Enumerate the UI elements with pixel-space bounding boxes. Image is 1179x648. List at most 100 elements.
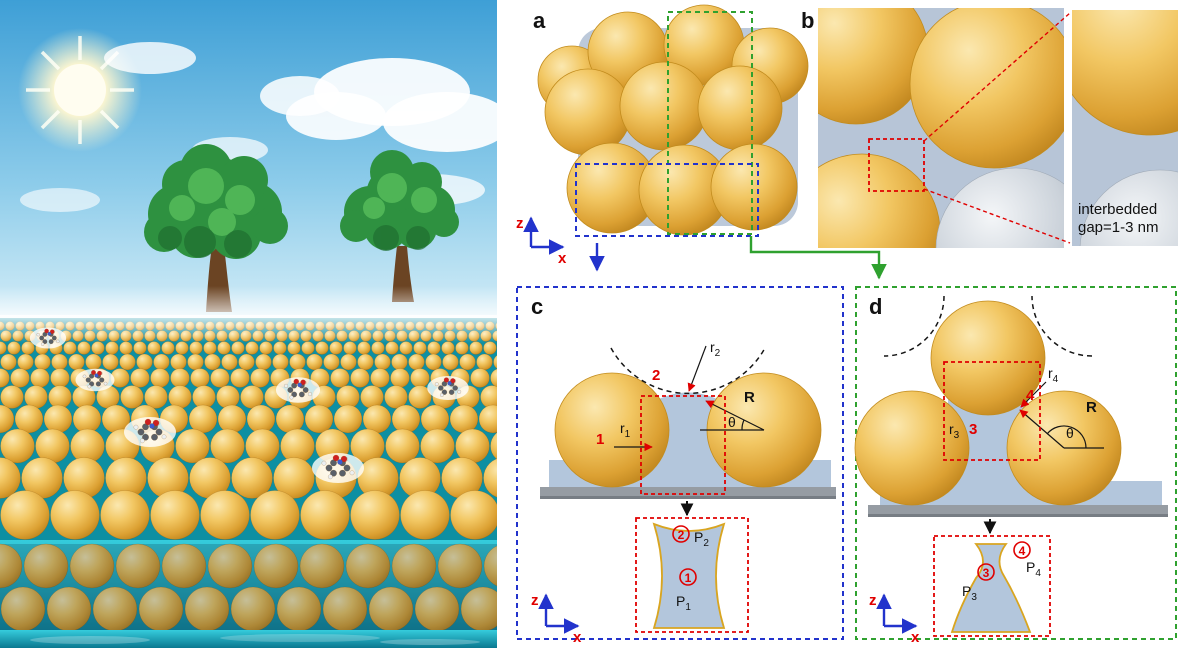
gold-sphere xyxy=(476,353,493,371)
gold-sphere xyxy=(323,353,340,371)
atom-oxygen xyxy=(293,378,300,385)
gold-sphere xyxy=(427,341,441,355)
atom-carbon xyxy=(88,381,95,387)
gold-sphere xyxy=(102,353,119,371)
gold-sphere xyxy=(190,368,210,388)
sphere-cluster xyxy=(537,4,809,236)
panel-a: a z x xyxy=(516,4,887,280)
atom-carbon xyxy=(51,335,57,341)
gold-sphere xyxy=(105,341,119,355)
gold-sphere xyxy=(350,490,400,540)
water-bridge-shape xyxy=(652,522,726,629)
radius-R-line xyxy=(705,400,765,431)
atom-carbon xyxy=(302,387,309,393)
panel-b-label: b xyxy=(801,8,814,33)
gold-sphere xyxy=(400,490,450,540)
atom-carbon xyxy=(137,428,145,436)
atom-carbon xyxy=(287,387,294,393)
gold-sphere-front xyxy=(253,543,299,589)
gold-sphere xyxy=(170,368,190,388)
atom-carbon xyxy=(291,391,298,398)
gold-sphere xyxy=(150,490,200,540)
gold-sphere xyxy=(315,341,329,355)
gold-sphere-front xyxy=(483,545,497,587)
gold-sphere xyxy=(250,490,300,540)
atom-carbon xyxy=(343,464,351,472)
water-bridge-inset-box xyxy=(933,535,1051,637)
axes-d: z x xyxy=(869,592,920,646)
gold-sphere xyxy=(136,353,153,371)
gold-sphere-front xyxy=(299,543,345,589)
gold-sphere xyxy=(221,353,238,371)
gold-sphere xyxy=(455,341,469,355)
panel-c: c r2 2 R θ 1 r1 2 P2 xyxy=(516,286,844,646)
atom-hydrogen xyxy=(289,395,294,400)
p1-label: P1 xyxy=(676,593,691,613)
gold-sphere xyxy=(391,404,421,434)
gold-sphere xyxy=(203,341,217,355)
p3-label: P3 xyxy=(962,583,977,603)
position-1-number: 1 xyxy=(685,571,692,585)
gold-sphere xyxy=(246,404,276,434)
atom-hydrogen xyxy=(133,424,139,430)
panel-d-border xyxy=(855,286,1177,640)
gold-sphere xyxy=(130,368,150,388)
gold-sphere xyxy=(255,353,272,371)
gold-sphere xyxy=(370,368,390,388)
atom-oxygen xyxy=(144,418,152,426)
gold-sphere xyxy=(170,353,187,371)
radius-R-label: R xyxy=(744,389,755,406)
tree xyxy=(340,150,459,302)
atom-hydrogen xyxy=(307,391,313,397)
gold-sphere xyxy=(100,490,150,540)
gold-sphere xyxy=(50,368,70,388)
gold-sphere xyxy=(408,385,432,409)
molecule xyxy=(312,453,364,483)
gold-sphere xyxy=(161,341,175,355)
gold-sphere xyxy=(275,404,305,434)
position-4-number: 4 xyxy=(1019,544,1026,558)
atom-hydrogen xyxy=(439,393,444,398)
atom-carbon xyxy=(142,433,149,441)
atom-carbon xyxy=(95,381,102,387)
panel-c-label: c xyxy=(531,294,543,319)
gold-sphere xyxy=(14,404,44,434)
r4-label: r4 xyxy=(1048,365,1059,385)
gold-sphere xyxy=(0,368,10,388)
atom-carbon xyxy=(437,385,444,391)
gold-sphere xyxy=(231,341,245,355)
x-axis-label: x xyxy=(573,629,582,646)
radius-R-line xyxy=(1019,409,1065,449)
gap-highlight-box xyxy=(640,395,726,495)
atom-hydrogen xyxy=(139,438,145,444)
r4-arrow xyxy=(1020,381,1047,408)
gold-sphere xyxy=(413,341,427,355)
panel-b: b interbedded gap=1-3 nm xyxy=(801,8,1178,248)
atom-carbon xyxy=(99,377,105,383)
upper-layer-sphere-outline xyxy=(1031,295,1093,357)
gold-sphere xyxy=(289,353,306,371)
gold-sphere xyxy=(120,385,144,409)
schematic-panels: a z x xyxy=(516,4,1178,646)
gold-sphere xyxy=(273,341,287,355)
water-bridge-shape xyxy=(950,543,1032,633)
gold-sphere xyxy=(217,404,247,434)
gold-sphere xyxy=(470,368,490,388)
gold-sphere xyxy=(17,353,34,371)
blue-selection-box xyxy=(575,163,759,237)
zoom-source-box xyxy=(868,138,925,192)
gold-sphere xyxy=(385,341,399,355)
gold-sphere xyxy=(230,368,250,388)
theta-label: θ xyxy=(1066,425,1074,441)
gold-sphere xyxy=(43,404,73,434)
gap-caption-line1: interbedded xyxy=(1078,201,1157,218)
gold-sphere xyxy=(250,368,270,388)
gold-sphere xyxy=(390,368,410,388)
gold-sphere xyxy=(231,457,273,499)
atom-hydrogen xyxy=(434,382,439,387)
horizon-mist xyxy=(0,315,497,343)
atom-hydrogen xyxy=(349,470,355,476)
gold-sphere xyxy=(384,385,408,409)
atom-carbon xyxy=(155,428,163,436)
gold-sphere xyxy=(68,353,85,371)
